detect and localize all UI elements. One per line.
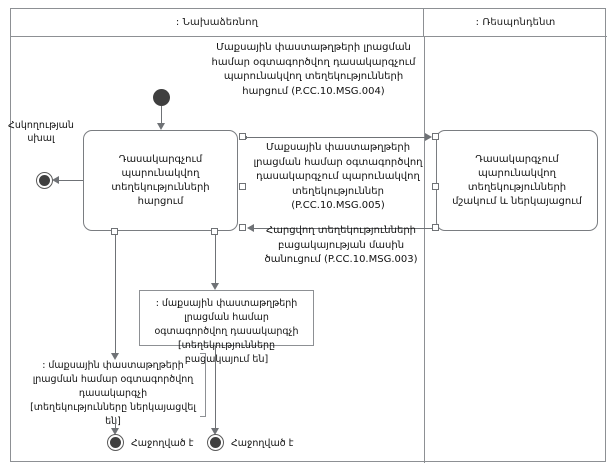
activity-process-label: Դասակարգչում պարունակվող տեղեկություններ… (452, 153, 582, 207)
flow-request-to-note-presented (115, 235, 116, 355)
flow-initial-to-request (161, 106, 162, 126)
flow-request-to-error (59, 180, 83, 181)
flow-arrow-process-to-request-bottom (247, 224, 254, 232)
swimlane-header-respondent: : Ռեսպոնդենտ (424, 9, 607, 37)
control-error-label: Հսկողության սխալ (8, 120, 74, 144)
pin-request-out-top (239, 133, 246, 140)
message-msg003-label: Հարցվող տեղեկությունների բացակայության մ… (264, 225, 418, 265)
pin-request-in-bottom (239, 224, 246, 231)
flow-arrow-request-to-error (52, 176, 59, 184)
final-node-right (207, 434, 224, 451)
activity-process[interactable]: Դասակարգչում պարունակվող տեղեկություններ… (436, 130, 598, 231)
flow-arrow-request-to-process-top (425, 133, 432, 141)
pin-request-out-left (111, 228, 118, 235)
flow-arrow-note-presented-to-final (111, 428, 119, 435)
swimlane-header-initiator: : Նախաձեռնող (11, 9, 424, 37)
pin-request-in-mid (239, 183, 246, 190)
flow-process-to-request-bottom (254, 228, 432, 229)
note-information-presented: : մաքսային փաստաթղթերի լրացման համար օգտ… (21, 353, 206, 427)
activity-request-label: Դասակարգչում պարունակվող տեղեկություններ… (111, 153, 210, 207)
pin-process-out-bottom (432, 224, 439, 231)
swimlane-divider (424, 37, 425, 463)
pin-process-in-top (432, 133, 439, 140)
activity-request[interactable]: Դասակարգչում պարունակվող տեղեկություններ… (83, 130, 238, 231)
flow-note-presented-to-final (115, 417, 116, 430)
message-msg005-label: Մաքսային փաստաթղթերի լրացման համար օգտագ… (253, 142, 423, 211)
flow-arrow-initial-to-request (157, 123, 165, 130)
diagram-frame: : Նախաձեռնող : Ռեսպոնդենտ Մաքսային փաստա… (8, 8, 607, 463)
flow-request-to-process-top (246, 137, 429, 138)
top-message-label: Մաքսային փաստաթղթերի լրացման համար օգտագ… (211, 42, 416, 97)
flow-request-to-note-missing (215, 235, 216, 285)
note-information-missing: : մաքսային փաստաթղթերի լրացման համար օգտ… (139, 290, 314, 365)
pin-request-out-right (211, 228, 218, 235)
note-information-missing-label: : մաքսային փաստաթղթերի լրացման համար օգտ… (154, 298, 299, 365)
flow-arrow-note-missing-to-final (211, 428, 219, 435)
final-node-left-label: Հաջողված է (131, 438, 194, 449)
note-information-presented-label: : մաքսային փաստաթղթերի լրացման համար օգտ… (30, 360, 196, 427)
final-node-error (36, 172, 53, 189)
initial-node (153, 89, 170, 106)
swimlane-label-respondent: : Ռեսպոնդենտ (475, 17, 556, 28)
flow-note-missing-to-final (215, 346, 216, 430)
swimlane-label-initiator: : Նախաձեռնող (175, 17, 259, 28)
flow-arrow-request-to-note-presented (111, 353, 119, 360)
pin-process-out-mid (432, 183, 439, 190)
flow-arrow-request-to-note-missing (211, 283, 219, 290)
final-node-left (107, 434, 124, 451)
final-node-right-label: Հաջողված է (231, 438, 294, 449)
